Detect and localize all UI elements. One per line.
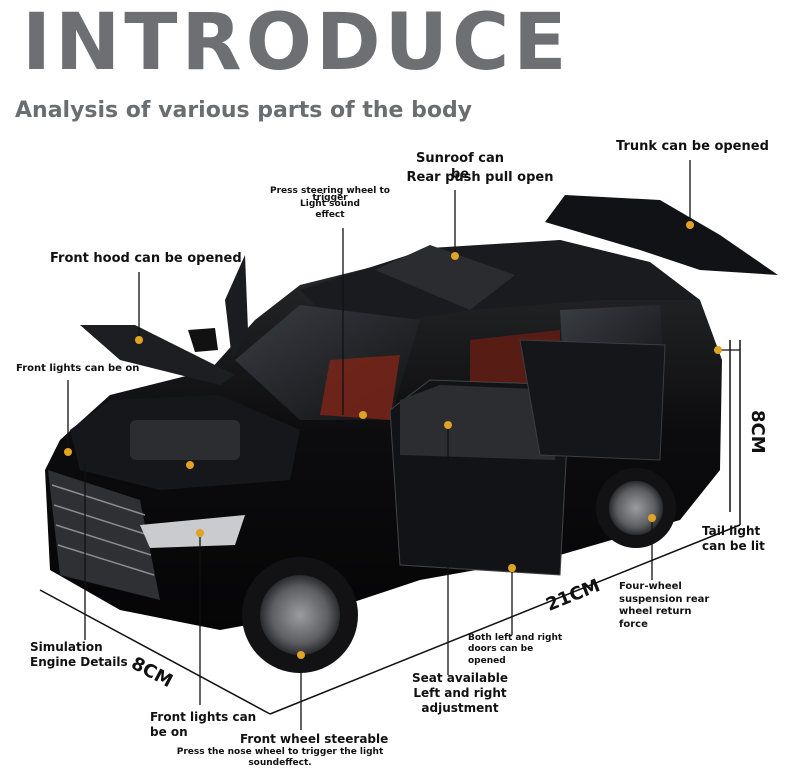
sunroof-label-line1: Sunroof can be <box>415 151 505 183</box>
steering-label-line2: trigger <box>312 193 348 204</box>
pointer-dots <box>64 221 722 659</box>
tail-light-line1: Tail light <box>702 524 761 538</box>
front-wheel-line3: soundeffect. <box>248 758 312 769</box>
engine-line1: Simulation <box>30 640 103 654</box>
suspension-label: Four-wheel suspension rear wheel return … <box>619 581 709 631</box>
pointer-lines <box>67 160 740 730</box>
doors-label: Both left and right doors can be opened <box>468 633 562 667</box>
sunroof-label-2: Rear push pull open <box>406 170 554 185</box>
page-subtitle: Analysis of various parts of the body <box>15 98 473 123</box>
doors-line2: doors can be <box>468 644 534 655</box>
front-wheel-sub: Press the nose wheel to trigger the ligh… <box>170 747 390 770</box>
steering-label-line1: Press steering wheel to <box>270 186 390 196</box>
trunk-label: Trunk can be opened <box>616 139 769 154</box>
tail-light-label: Tail light can be lit <box>702 524 765 554</box>
suspension-line3: wheel return <box>619 606 692 617</box>
seat-line2: Left and right <box>413 686 507 700</box>
front-wheel-line2: Press the nose wheel to trigger the ligh… <box>176 747 384 757</box>
doors-line1: Both left and right <box>468 633 563 643</box>
engine-label: Simulation Engine Details <box>30 640 128 670</box>
suspension-line4: force <box>619 618 648 630</box>
height-dimension-label: 8CM <box>747 410 768 454</box>
engine-line2: Engine Details <box>30 655 128 669</box>
steering-label-line3: Light sound <box>300 198 360 209</box>
steering-sound-label: Press steering wheel to trigger Light so… <box>270 186 390 221</box>
seat-line3: adjustment <box>421 701 499 715</box>
steering-label-line4: effect <box>315 209 345 220</box>
car-body <box>45 195 778 673</box>
seat-line1: Seat available <box>412 671 508 685</box>
front-hood-label: Front hood can be opened <box>50 251 242 266</box>
front-lights-line2: be on <box>150 725 188 739</box>
seat-label: Seat available Left and right adjustment <box>405 671 515 716</box>
front-lights-line1: Front lights can <box>150 710 257 724</box>
suspension-line1: Four-wheel <box>619 581 682 592</box>
front-lights-label: Front lights can be on <box>150 710 256 740</box>
doors-line3: opened <box>468 655 506 666</box>
front-wheel-label: Front wheel steerable <box>240 732 389 746</box>
front-lights-on-label: Front lights can be on <box>16 363 140 374</box>
sunroof-label: Sunroof can be <box>410 151 510 184</box>
suspension-line2: suspension rear <box>619 593 710 605</box>
tail-light-line2: can be lit <box>702 539 765 553</box>
dimension-lines <box>39 340 741 715</box>
page-title: INTRODUCE <box>22 0 571 88</box>
